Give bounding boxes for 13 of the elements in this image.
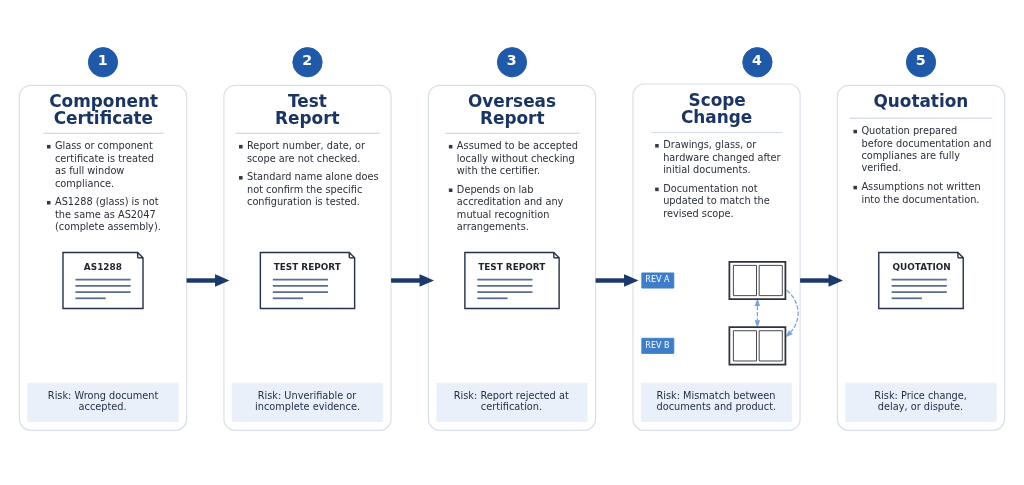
arrow bbox=[754, 298, 761, 329]
node-circle: 3 bbox=[496, 47, 528, 78]
arrow bbox=[186, 274, 230, 287]
node-box: REV A bbox=[641, 272, 675, 289]
node-circle: 1 bbox=[87, 47, 119, 78]
node-circle: 4 bbox=[742, 47, 773, 78]
node-box: REV B bbox=[641, 337, 675, 354]
arrow bbox=[391, 274, 434, 287]
node-circle: 5 bbox=[905, 47, 937, 78]
arrow bbox=[800, 274, 843, 287]
node-circle: 2 bbox=[292, 47, 323, 78]
arrow bbox=[785, 289, 799, 338]
arrow bbox=[595, 274, 639, 287]
